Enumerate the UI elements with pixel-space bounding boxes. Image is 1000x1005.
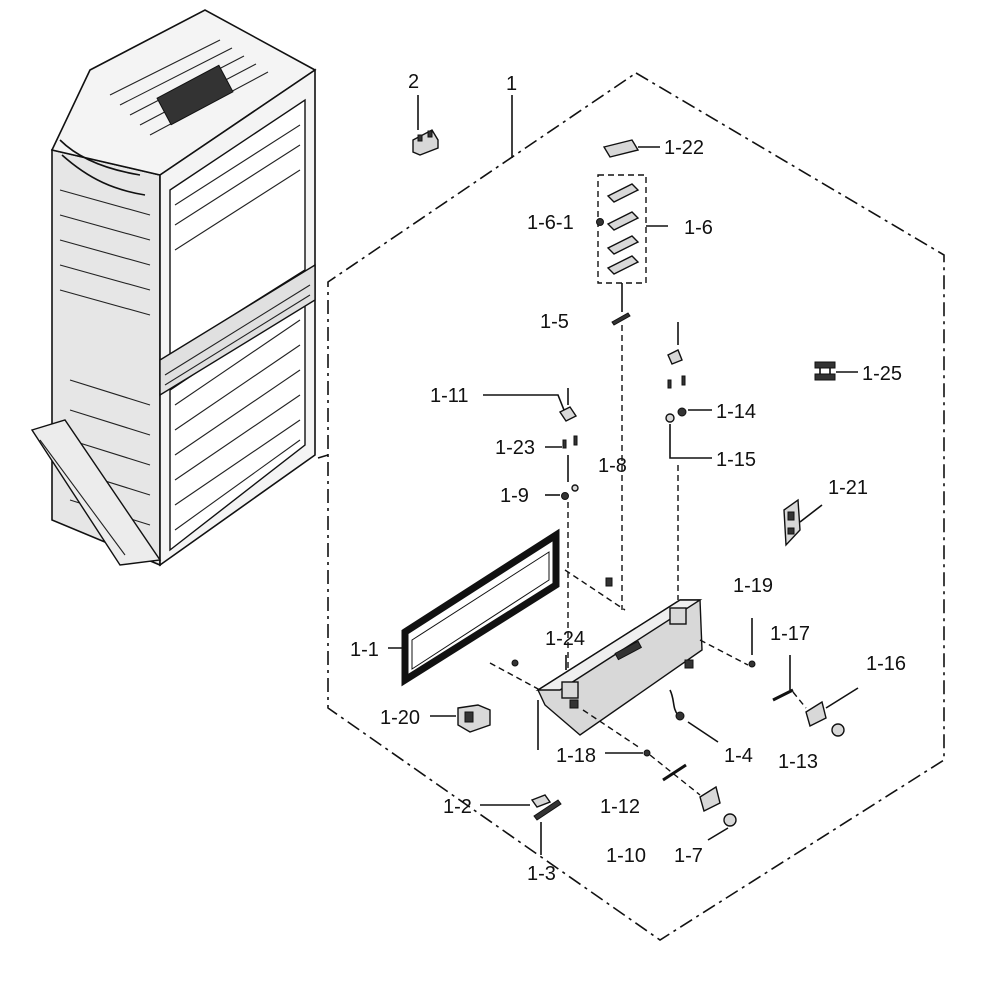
label-1-25: 1-25 [862,363,902,385]
label-1-14: 1-14 [716,401,756,423]
part-1-23-pin [562,439,567,449]
label-1-8: 1-8 [598,455,627,477]
label-1-1: 1-1 [350,639,379,661]
label-1-19: 1-19 [733,575,773,597]
part-2-bracket [412,129,439,156]
part-1-20-bracket [457,704,491,733]
part-1-21-bracket [783,498,801,547]
handle-assembly [535,599,703,736]
label-1-5: 1-5 [540,311,569,333]
part-1-5-pin [611,312,631,326]
label-1-13: 1-13 [778,751,818,773]
part-1-2-pad [530,794,552,808]
part-1-4-wire-connector [675,711,685,721]
callout-labels: 2 1 1-22 1-6-1 1-6 1-5 1-25 1-11 1-14 1-… [350,71,906,885]
part-1-1-gasket [401,528,560,687]
part-1-6-slides [606,183,640,275]
label-2: 2 [408,71,419,93]
part-1-10-hinge-plate [699,785,721,813]
part-1-13-hinge-plate [805,700,827,728]
label-1-22: 1-22 [664,137,704,159]
label-1: 1 [506,73,517,95]
label-1-4: 1-4 [724,745,753,767]
label-1-18: 1-18 [556,745,596,767]
part-1-22-cover [602,139,640,158]
part-1-3-rod [533,799,562,821]
label-1-7: 1-7 [674,845,703,867]
label-1-20: 1-20 [380,707,420,729]
part-1-7-cap [723,813,737,827]
label-1-12: 1-12 [600,796,640,818]
refrigerator-cabinet [30,9,317,567]
part-1-15-bushing [665,413,675,423]
label-1-6-1: 1-6-1 [527,212,574,234]
part-1-25-clips [814,361,836,381]
label-1-2: 1-2 [443,796,472,818]
label-1-11: 1-11 [430,385,469,407]
label-1-15: 1-15 [716,449,756,471]
part-1-16-cap [831,723,845,737]
label-1-17: 1-17 [770,623,810,645]
label-1-16: 1-16 [866,653,906,675]
label-1-3: 1-3 [527,863,556,885]
label-1-6: 1-6 [684,217,713,239]
label-1-9: 1-9 [500,485,529,507]
part-1-14-washer [677,407,687,417]
part-1-11-hinge-cap [558,406,578,422]
label-1-23: 1-23 [495,437,535,459]
part-1-6-1-screw [596,218,604,226]
part-1-9-washer [561,492,569,500]
part-1-24-screw [511,659,519,667]
assembly-boundary [327,72,945,941]
label-1-24: 1-24 [545,628,585,650]
label-1-10: 1-10 [606,845,646,867]
label-1-21: 1-21 [828,477,868,499]
